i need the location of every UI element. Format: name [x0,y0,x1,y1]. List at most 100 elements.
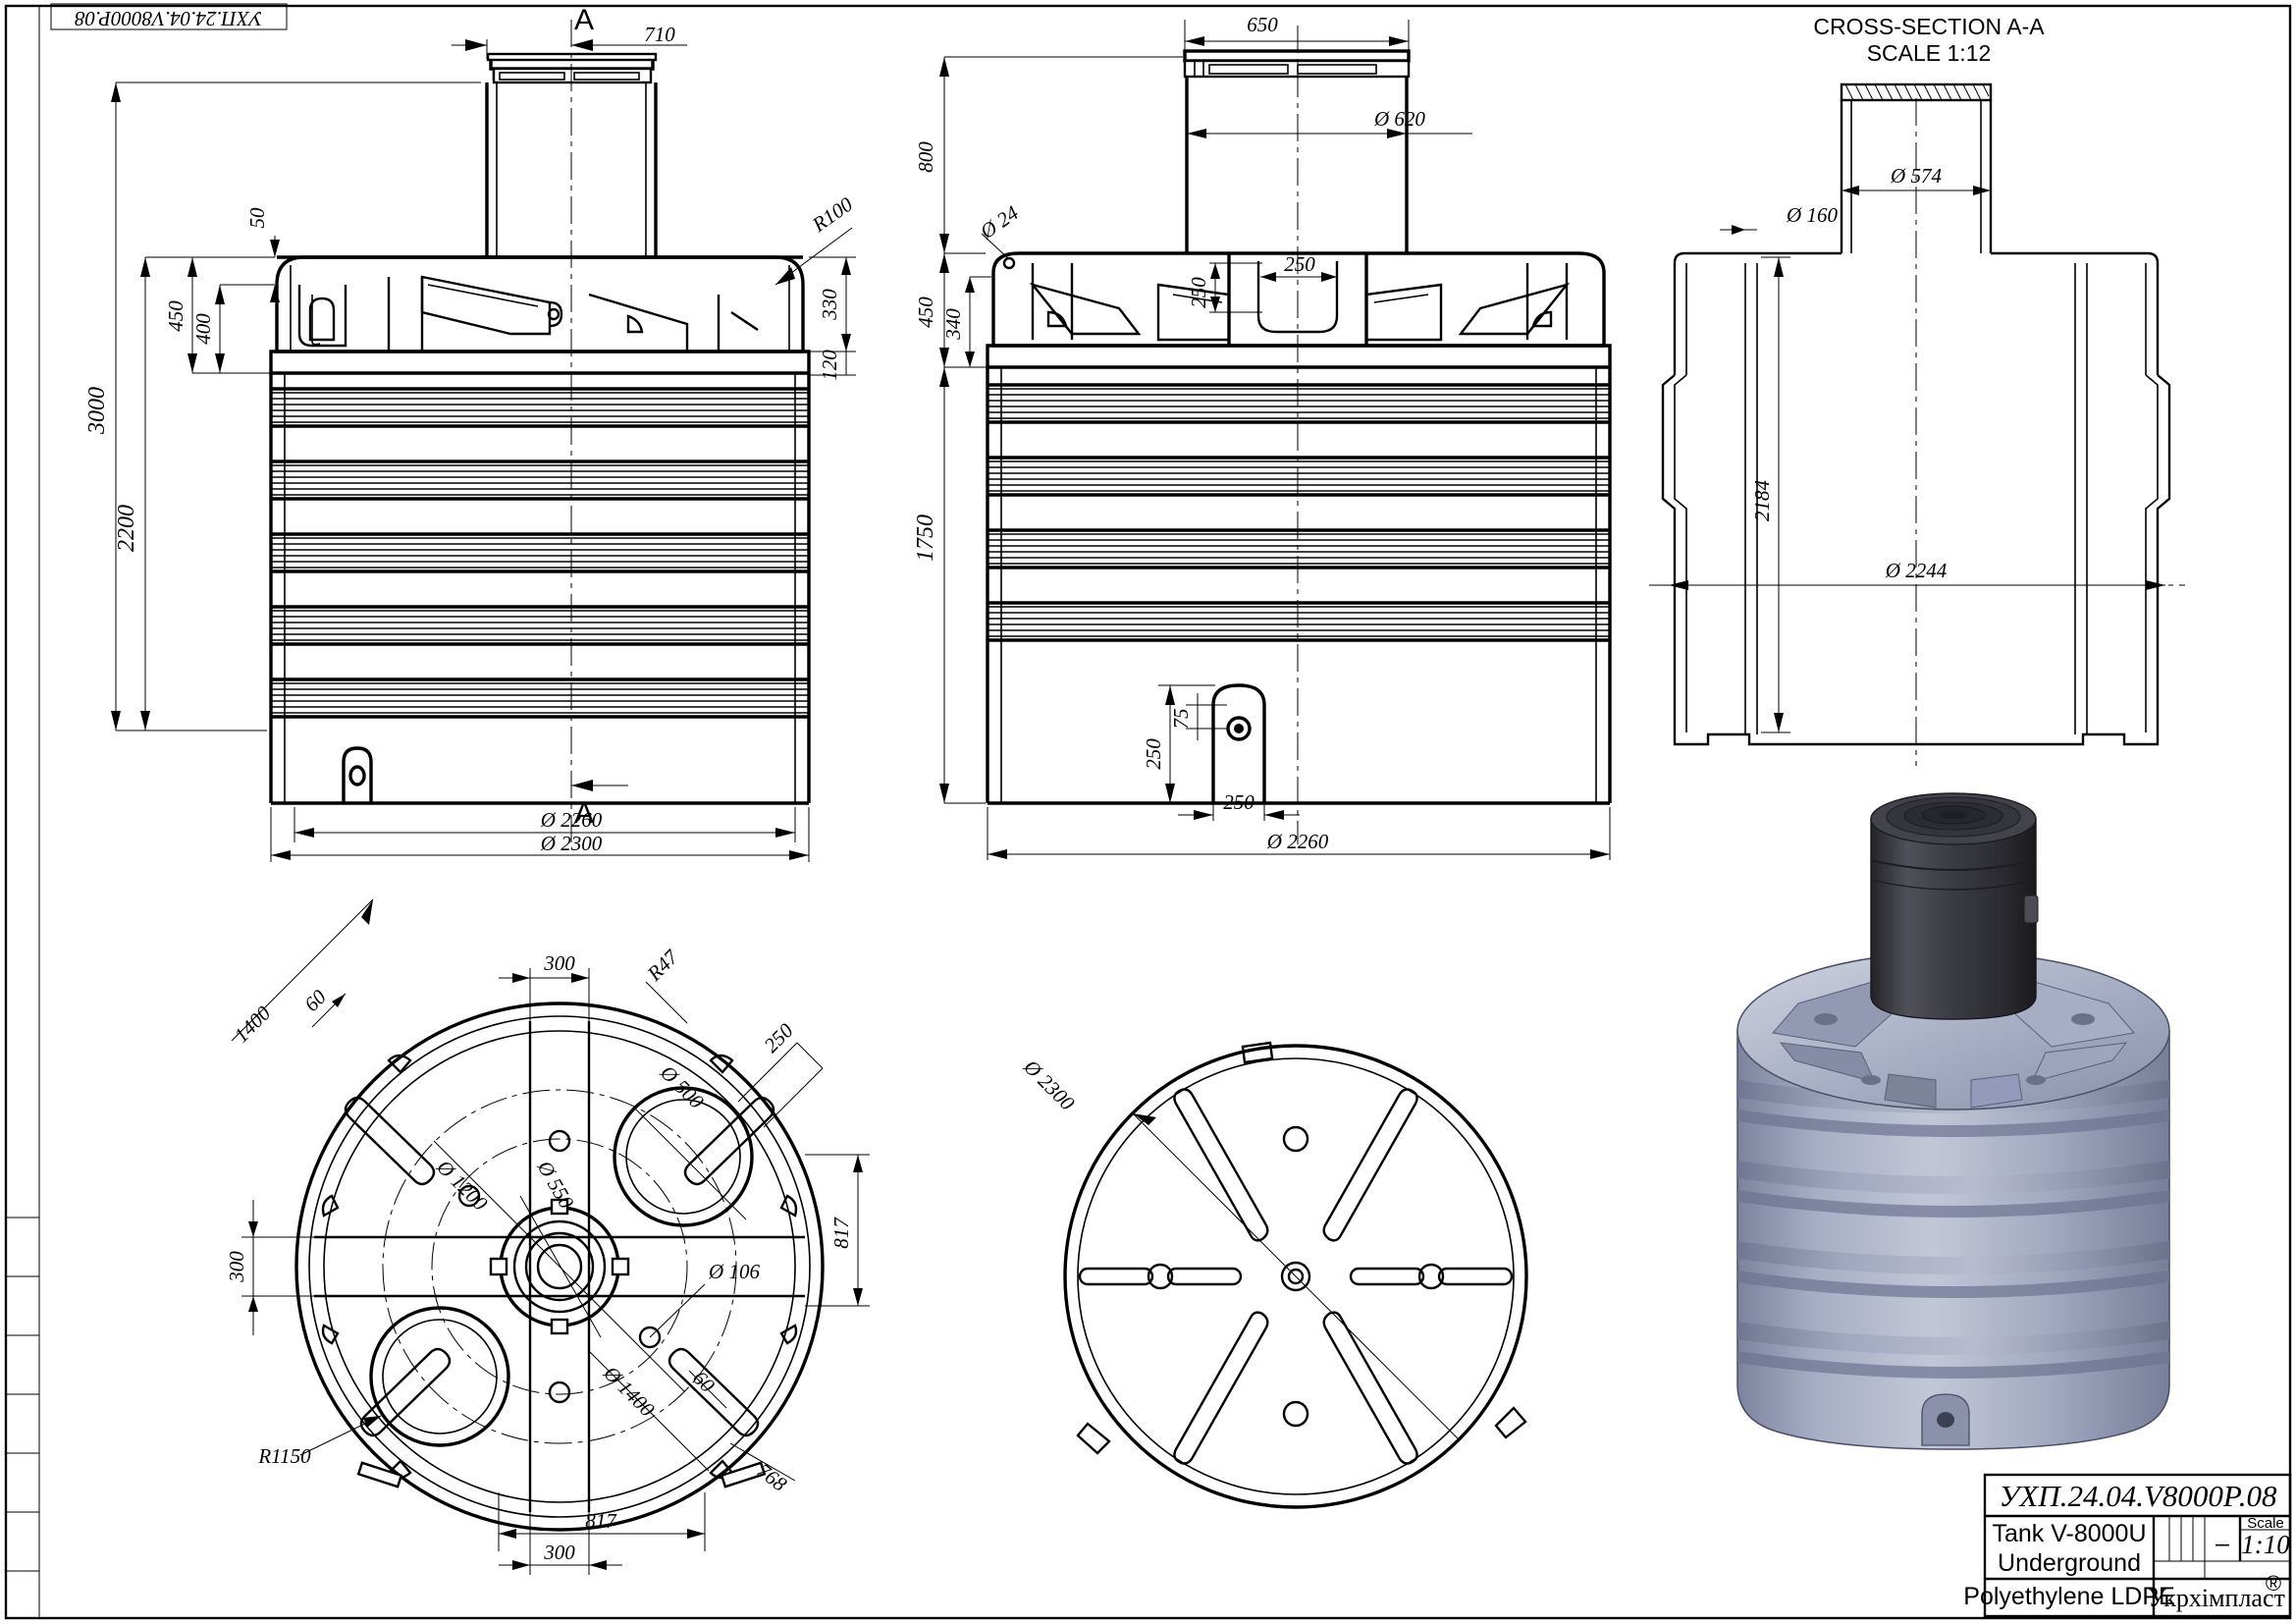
dim-75-text: 75 [1169,709,1193,730]
dim-450-front-text: 450 [164,300,187,332]
section-mark-a-top: A [571,4,628,51]
dim-dia-2260-front: Ø 2260 [294,807,796,842]
title-block-material: Polyethylene LDPE [1963,1583,2174,1610]
dim-dia-2244: Ø 2244 [1669,559,2165,590]
dim-340: 340 [941,276,991,368]
plan-dim-300-bottom-text: 300 [543,1541,575,1564]
cross-section-subtitle: SCALE 1:12 [1867,40,1992,66]
plan-dim-300-top-text: 300 [543,951,575,975]
title-block-product-line1: Tank V-8000U [1992,1520,2146,1547]
dim-dia-2260-side: Ø 2260 [987,807,1611,860]
dim-50-text: 50 [245,207,269,229]
dim-dia-574: Ø 574 [1842,164,1991,195]
side-elevation-view: 650 Ø 620 800 Ø 24 [913,13,1612,860]
dim-1750: 1750 [913,366,986,804]
plan-dim-300-left-text: 300 [225,1251,248,1283]
plan-dim-dia-106: Ø 106 [649,1260,760,1338]
plan-lugs [321,1054,798,1489]
dim-450-side-text: 450 [914,297,937,328]
dim-dia-620-text: Ø 620 [1373,107,1425,131]
section-riser [1840,82,1993,253]
dim-250-outlet-w: 250 [1178,790,1300,821]
side-neck [1183,49,1411,253]
bottom-plan-slots [1078,1088,1514,1465]
dim-330-text: 330 [818,289,841,321]
dim-2200: 2200 [114,256,267,731]
title-block-drawing-number: УХП.24.04.V8000Р.08 [2000,1479,2277,1513]
dim-250-outlet-text: 250 [1142,738,1165,770]
dim-dia-2300-front-text: Ø 2300 [540,832,603,855]
title-block-manufacturer: Укрхімпласт [2148,1584,2285,1612]
title-block-revision: – [2216,1530,2229,1557]
dim-250-well-v-text: 250 [1187,277,1210,308]
dim-250-well-h: 250 [1260,252,1337,282]
plan-outer-circle [294,1001,825,1532]
dim-250-outlet-h: 250 [1142,684,1215,804]
plan-dim-300-top: 300 [499,951,590,1021]
section-letter-a-top: A [574,4,594,36]
dim-dia-2244-text: Ø 2244 [1885,559,1948,582]
dim-dia-160-text: Ø 160 [1786,203,1838,227]
dim-120: 120 [809,350,856,381]
plan-dim-817-right: 817 [805,1154,870,1307]
dim-dia-574-text: Ø 574 [1890,164,1942,188]
cross-section-title: CROSS-SECTION A-A [1813,14,2045,39]
dim-2184: 2184 [1750,256,1790,733]
bottom-plan-outer-circle [1063,1044,1528,1509]
plan-manhole-lower [369,1306,510,1447]
section-body [1661,251,2171,746]
dim-dia-2260-front-text: Ø 2260 [540,808,603,832]
section-mark-a-bottom: A [571,780,628,830]
corner-drawing-number-text: УХП.24.04.V8000Р.08 [75,7,263,30]
dim-710: 710 [452,23,687,59]
section-letter-a-bottom: A [574,797,594,830]
iso-ribs [1737,1080,2169,1379]
dim-800-text: 800 [914,141,937,173]
title-block-scale-value: 1:10 [2241,1530,2290,1559]
dim-710-text: 710 [644,23,675,46]
corner-drawing-number: УХП.24.04.V8000Р.08 [50,3,288,30]
dim-400-text: 400 [191,313,215,345]
dim-650: 650 [1184,13,1410,51]
dim-dia-160: Ø 160 [1720,203,1838,235]
plan-dim-dia-106-text: Ø 106 [708,1260,760,1283]
dim-120-text: 120 [818,350,841,381]
dim-250-well-h-text: 250 [1284,252,1315,276]
dim-1750-text: 1750 [913,514,938,562]
cross-section-view: CROSS-SECTION A-A SCALE 1:12 [1649,14,2185,766]
dim-250-outlet-w-text: 250 [1223,790,1255,814]
dim-dia-2260-side-text: Ø 2260 [1266,830,1329,853]
dim-3000-text: 3000 [84,387,110,435]
isometric-tank-graphic [1736,792,2170,1450]
dim-2184-text: 2184 [1750,480,1774,522]
plan-dim-817-bottom-text: 817 [585,1509,617,1533]
plan-dim-300-left: 300 [225,1200,314,1335]
dim-75: 75 [1169,693,1227,740]
front-shell [269,373,811,805]
side-shell [986,367,1612,805]
plan-arms [314,1021,805,1512]
plan-dim-r1150: R1150 [257,1415,382,1468]
title-block-scale-label: Scale [2247,1515,2284,1532]
dim-dia-2300-front: Ø 2300 [270,807,810,862]
title-block-trademark: ® [2266,1571,2281,1596]
dim-340-text: 340 [941,308,965,341]
dim-250-well-v: 250 [1187,262,1262,313]
dim-650-text: 650 [1247,13,1278,36]
plan-dim-r1150-text: R1150 [257,1444,311,1468]
plan-dim-817-right-text: 817 [829,1217,853,1249]
iso-neck [1870,792,2039,1020]
title-block-product-line2: Underground [1998,1549,2141,1577]
dim-dia-620: Ø 620 [1187,107,1472,138]
sheet-frame [4,4,2292,1620]
front-elevation-view: A A 710 50 [84,4,857,862]
plan-dim-817-bottom: 817 [498,1492,706,1551]
dim-400: 400 [191,284,273,374]
plan-dim-300-bottom: 300 [499,1512,622,1575]
title-block: УХП.24.04.V8000Р.08 Tank V-8000U Undergr… [1963,1473,2292,1618]
dim-2200-text: 2200 [114,505,139,552]
plan-manhole-upper [613,1086,754,1227]
